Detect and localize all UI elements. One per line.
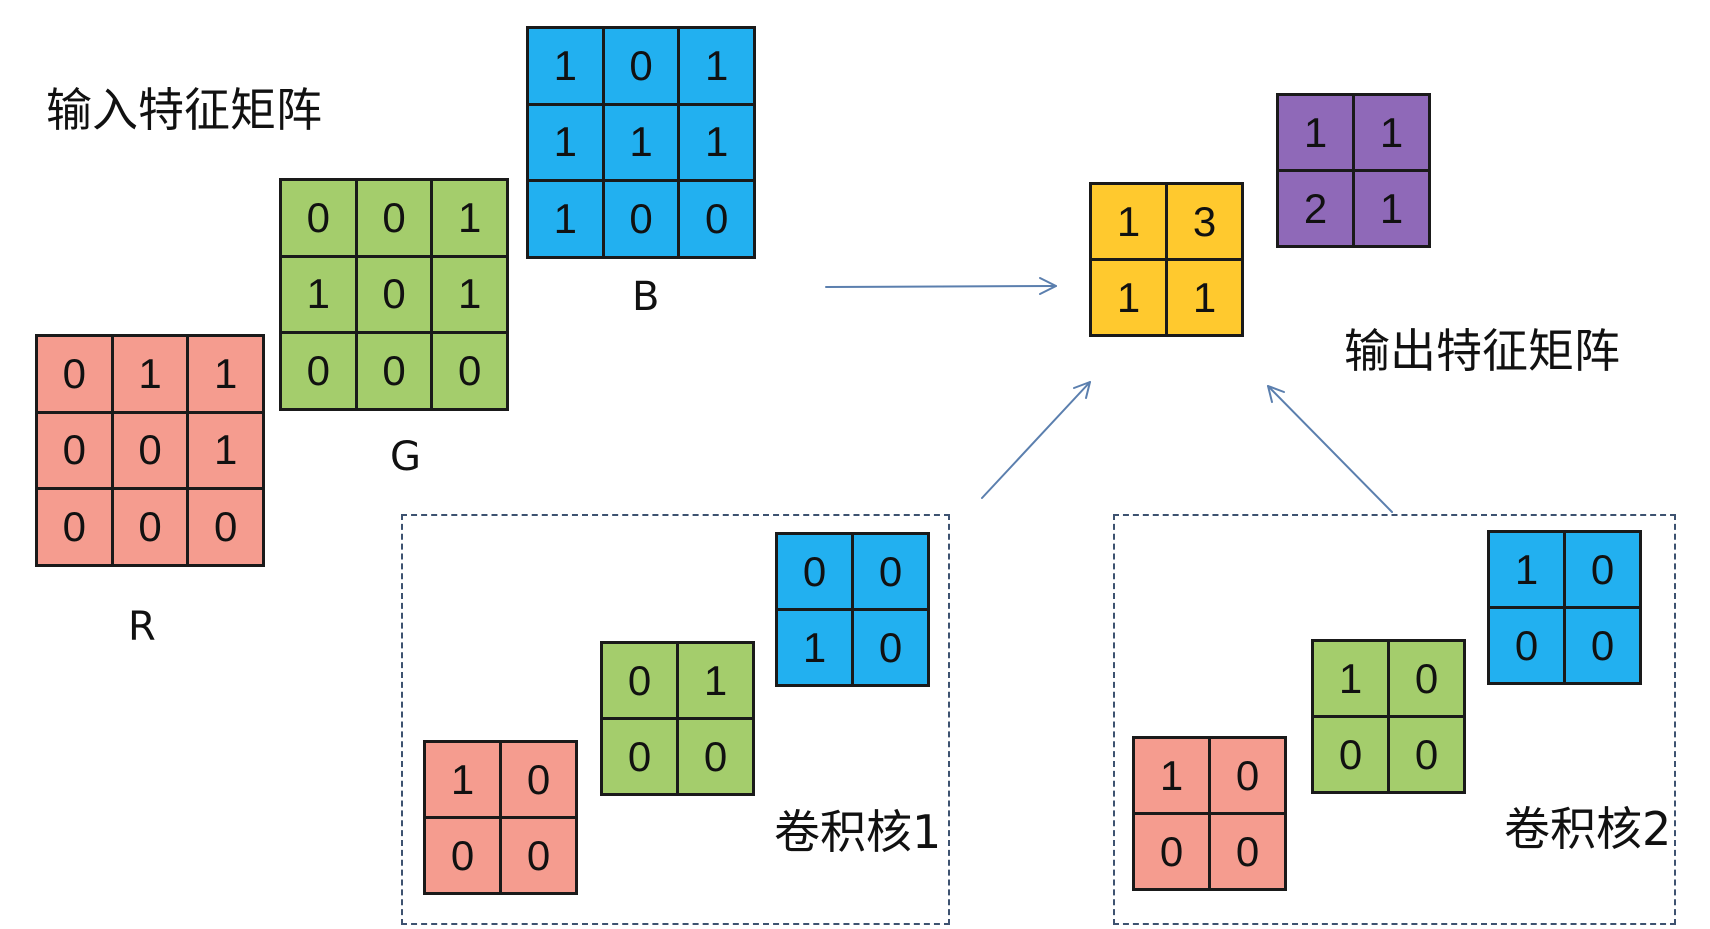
matrix-cell: 0	[604, 29, 678, 103]
matrix-cell: 0	[603, 644, 676, 717]
matrix-cell: 0	[38, 490, 111, 564]
output-map-1: 1 3 1 1	[1089, 182, 1244, 337]
matrix-cell: 1	[433, 181, 506, 255]
matrix-cell: 1	[1355, 172, 1428, 245]
matrix-cell: 0	[1490, 609, 1563, 682]
matrix-cell: 1	[1355, 96, 1428, 169]
matrix-cell: 0	[189, 490, 262, 564]
kernel-2-frame	[1113, 514, 1676, 925]
matrix-cell: 1	[1490, 533, 1563, 606]
input-matrix-r: 0 1 1 0 0 1 0 0 0	[35, 334, 265, 567]
matrix-cell: 0	[433, 334, 506, 408]
matrix-label-r: R	[128, 604, 156, 650]
matrix-cell: 0	[113, 413, 187, 488]
kernel-2-label: 卷积核2	[1504, 802, 1672, 856]
matrix-cell: 1	[426, 743, 499, 816]
matrix-cell: 0	[1566, 609, 1639, 682]
output-title: 输出特征矩阵	[1344, 324, 1620, 378]
matrix-cell: 1	[113, 337, 187, 411]
matrix-cell: 1	[433, 257, 506, 332]
matrix-cell: 0	[357, 334, 431, 408]
matrix-cell: 0	[113, 490, 187, 564]
matrix-cell: 3	[1168, 185, 1241, 258]
kernel-1-r: 1 0 0 0	[423, 740, 578, 895]
matrix-cell: 1	[1279, 96, 1352, 169]
kernel-1-label: 卷积核1	[774, 805, 942, 859]
kernel-1-to-output-arrow	[981, 381, 1091, 499]
matrix-cell: 0	[426, 819, 499, 892]
matrix-cell: 1	[189, 413, 262, 488]
matrix-cell: 0	[357, 257, 431, 332]
matrix-cell: 0	[854, 611, 927, 684]
matrix-label-g: G	[390, 434, 421, 480]
input-matrix-b: 1 0 1 1 1 1 1 0 0	[526, 26, 756, 259]
matrix-cell: 1	[680, 105, 753, 180]
matrix-cell: 1	[529, 182, 602, 256]
matrix-cell: 1	[680, 29, 753, 103]
matrix-cell: 0	[1566, 533, 1639, 606]
kernel-2-b: 1 0 0 0	[1487, 530, 1642, 685]
matrix-cell: 1	[679, 644, 752, 717]
kernel-1-b: 0 0 1 0	[775, 532, 930, 687]
matrix-cell: 0	[282, 334, 355, 408]
matrix-cell: 0	[502, 743, 575, 816]
kernel-2-to-output-arrow	[1267, 385, 1393, 513]
kernel-2-r: 1 0 0 0	[1132, 736, 1287, 891]
matrix-cell: 0	[680, 182, 753, 256]
matrix-cell: 0	[778, 535, 851, 608]
matrix-cell: 0	[1390, 718, 1463, 791]
matrix-cell: 0	[679, 720, 752, 793]
matrix-cell: 0	[854, 535, 927, 608]
input-matrix-g: 0 0 1 1 0 1 0 0 0	[279, 178, 509, 411]
matrix-label-b: B	[632, 274, 660, 320]
matrix-cell: 1	[1314, 642, 1387, 715]
matrix-cell: 0	[1314, 718, 1387, 791]
input-to-output-arrow	[825, 277, 1057, 295]
kernel-2-g: 1 0 0 0	[1311, 639, 1466, 794]
matrix-cell: 1	[1092, 185, 1165, 258]
matrix-cell: 0	[1135, 815, 1208, 888]
matrix-cell: 1	[529, 105, 602, 180]
matrix-cell: 0	[1211, 739, 1284, 812]
matrix-cell: 0	[282, 181, 355, 255]
matrix-cell: 1	[604, 105, 678, 180]
matrix-cell: 1	[282, 257, 355, 332]
matrix-cell: 1	[1168, 261, 1241, 334]
input-title: 输入特征矩阵	[46, 83, 322, 137]
matrix-cell: 1	[778, 611, 851, 684]
matrix-cell: 1	[1092, 261, 1165, 334]
matrix-cell: 1	[1135, 739, 1208, 812]
matrix-cell: 0	[603, 720, 676, 793]
matrix-cell: 2	[1279, 172, 1352, 245]
kernel-1-g: 0 1 0 0	[600, 641, 755, 796]
matrix-cell: 0	[1390, 642, 1463, 715]
matrix-cell: 0	[502, 819, 575, 892]
output-map-2: 1 1 2 1	[1276, 93, 1431, 248]
matrix-cell: 1	[529, 29, 602, 103]
matrix-cell: 0	[357, 181, 431, 255]
matrix-cell: 0	[1211, 815, 1284, 888]
matrix-cell: 0	[604, 182, 678, 256]
matrix-cell: 0	[38, 337, 111, 411]
matrix-cell: 1	[189, 337, 262, 411]
kernel-1-frame	[401, 514, 950, 925]
matrix-cell: 0	[38, 413, 111, 488]
